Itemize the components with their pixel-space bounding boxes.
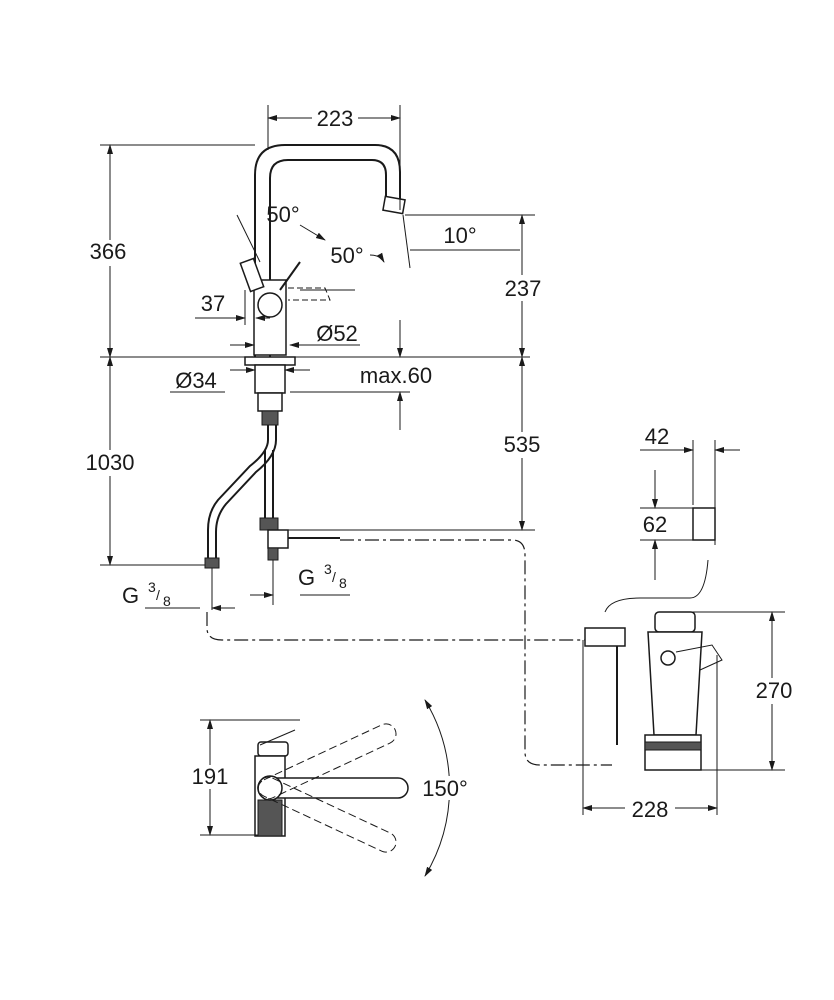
dim-spout-reach: 223 — [317, 106, 354, 131]
dim-deck-thickness: max.60 — [360, 363, 432, 388]
dim-box-width: 42 — [645, 424, 669, 449]
dim-handle-angle-right: 50° — [330, 243, 363, 268]
dim-hose-length: 1030 — [86, 450, 135, 475]
dimension-lines — [100, 105, 535, 611]
thread-den: 8 — [163, 593, 171, 609]
thread-num: 3 — [324, 561, 332, 577]
dim-filter-height: 270 — [756, 678, 793, 703]
thread-slash: / — [332, 569, 336, 585]
thread-label-left: G 3 / 8 — [122, 579, 171, 609]
thread-base: G — [298, 565, 315, 590]
thread-base: G — [122, 583, 139, 608]
dim-spout-height: 237 — [505, 276, 542, 301]
dim-swivel-angle: 150° — [422, 776, 468, 801]
faucet-top-view — [200, 699, 451, 877]
filter-unit — [582, 611, 785, 815]
dim-body-diameter: Ø52 — [316, 321, 358, 346]
dim-filter-width: 228 — [632, 797, 669, 822]
dim-handle-angle-left: 50° — [266, 202, 299, 227]
dim-box-height: 62 — [643, 512, 667, 537]
dim-top-view-depth: 191 — [192, 764, 229, 789]
dim-hole-diameter: Ø34 — [175, 368, 217, 393]
control-box — [640, 440, 740, 580]
dim-handle-offset: 37 — [201, 291, 225, 316]
dashed-connections — [206, 539, 709, 766]
dim-below-deck: 535 — [504, 432, 541, 457]
dimension-labels: 223 366 50° 50° 10° 237 37 Ø52 Ø34 max.6… — [80, 104, 798, 822]
thread-den: 8 — [339, 575, 347, 591]
thread-num: 3 — [148, 579, 156, 595]
thread-label-right: G 3 / 8 — [298, 561, 347, 591]
dim-overall-height: 366 — [90, 239, 127, 264]
dim-spout-tilt: 10° — [443, 223, 476, 248]
handle-knob — [257, 292, 283, 318]
thread-slash: / — [156, 587, 160, 603]
